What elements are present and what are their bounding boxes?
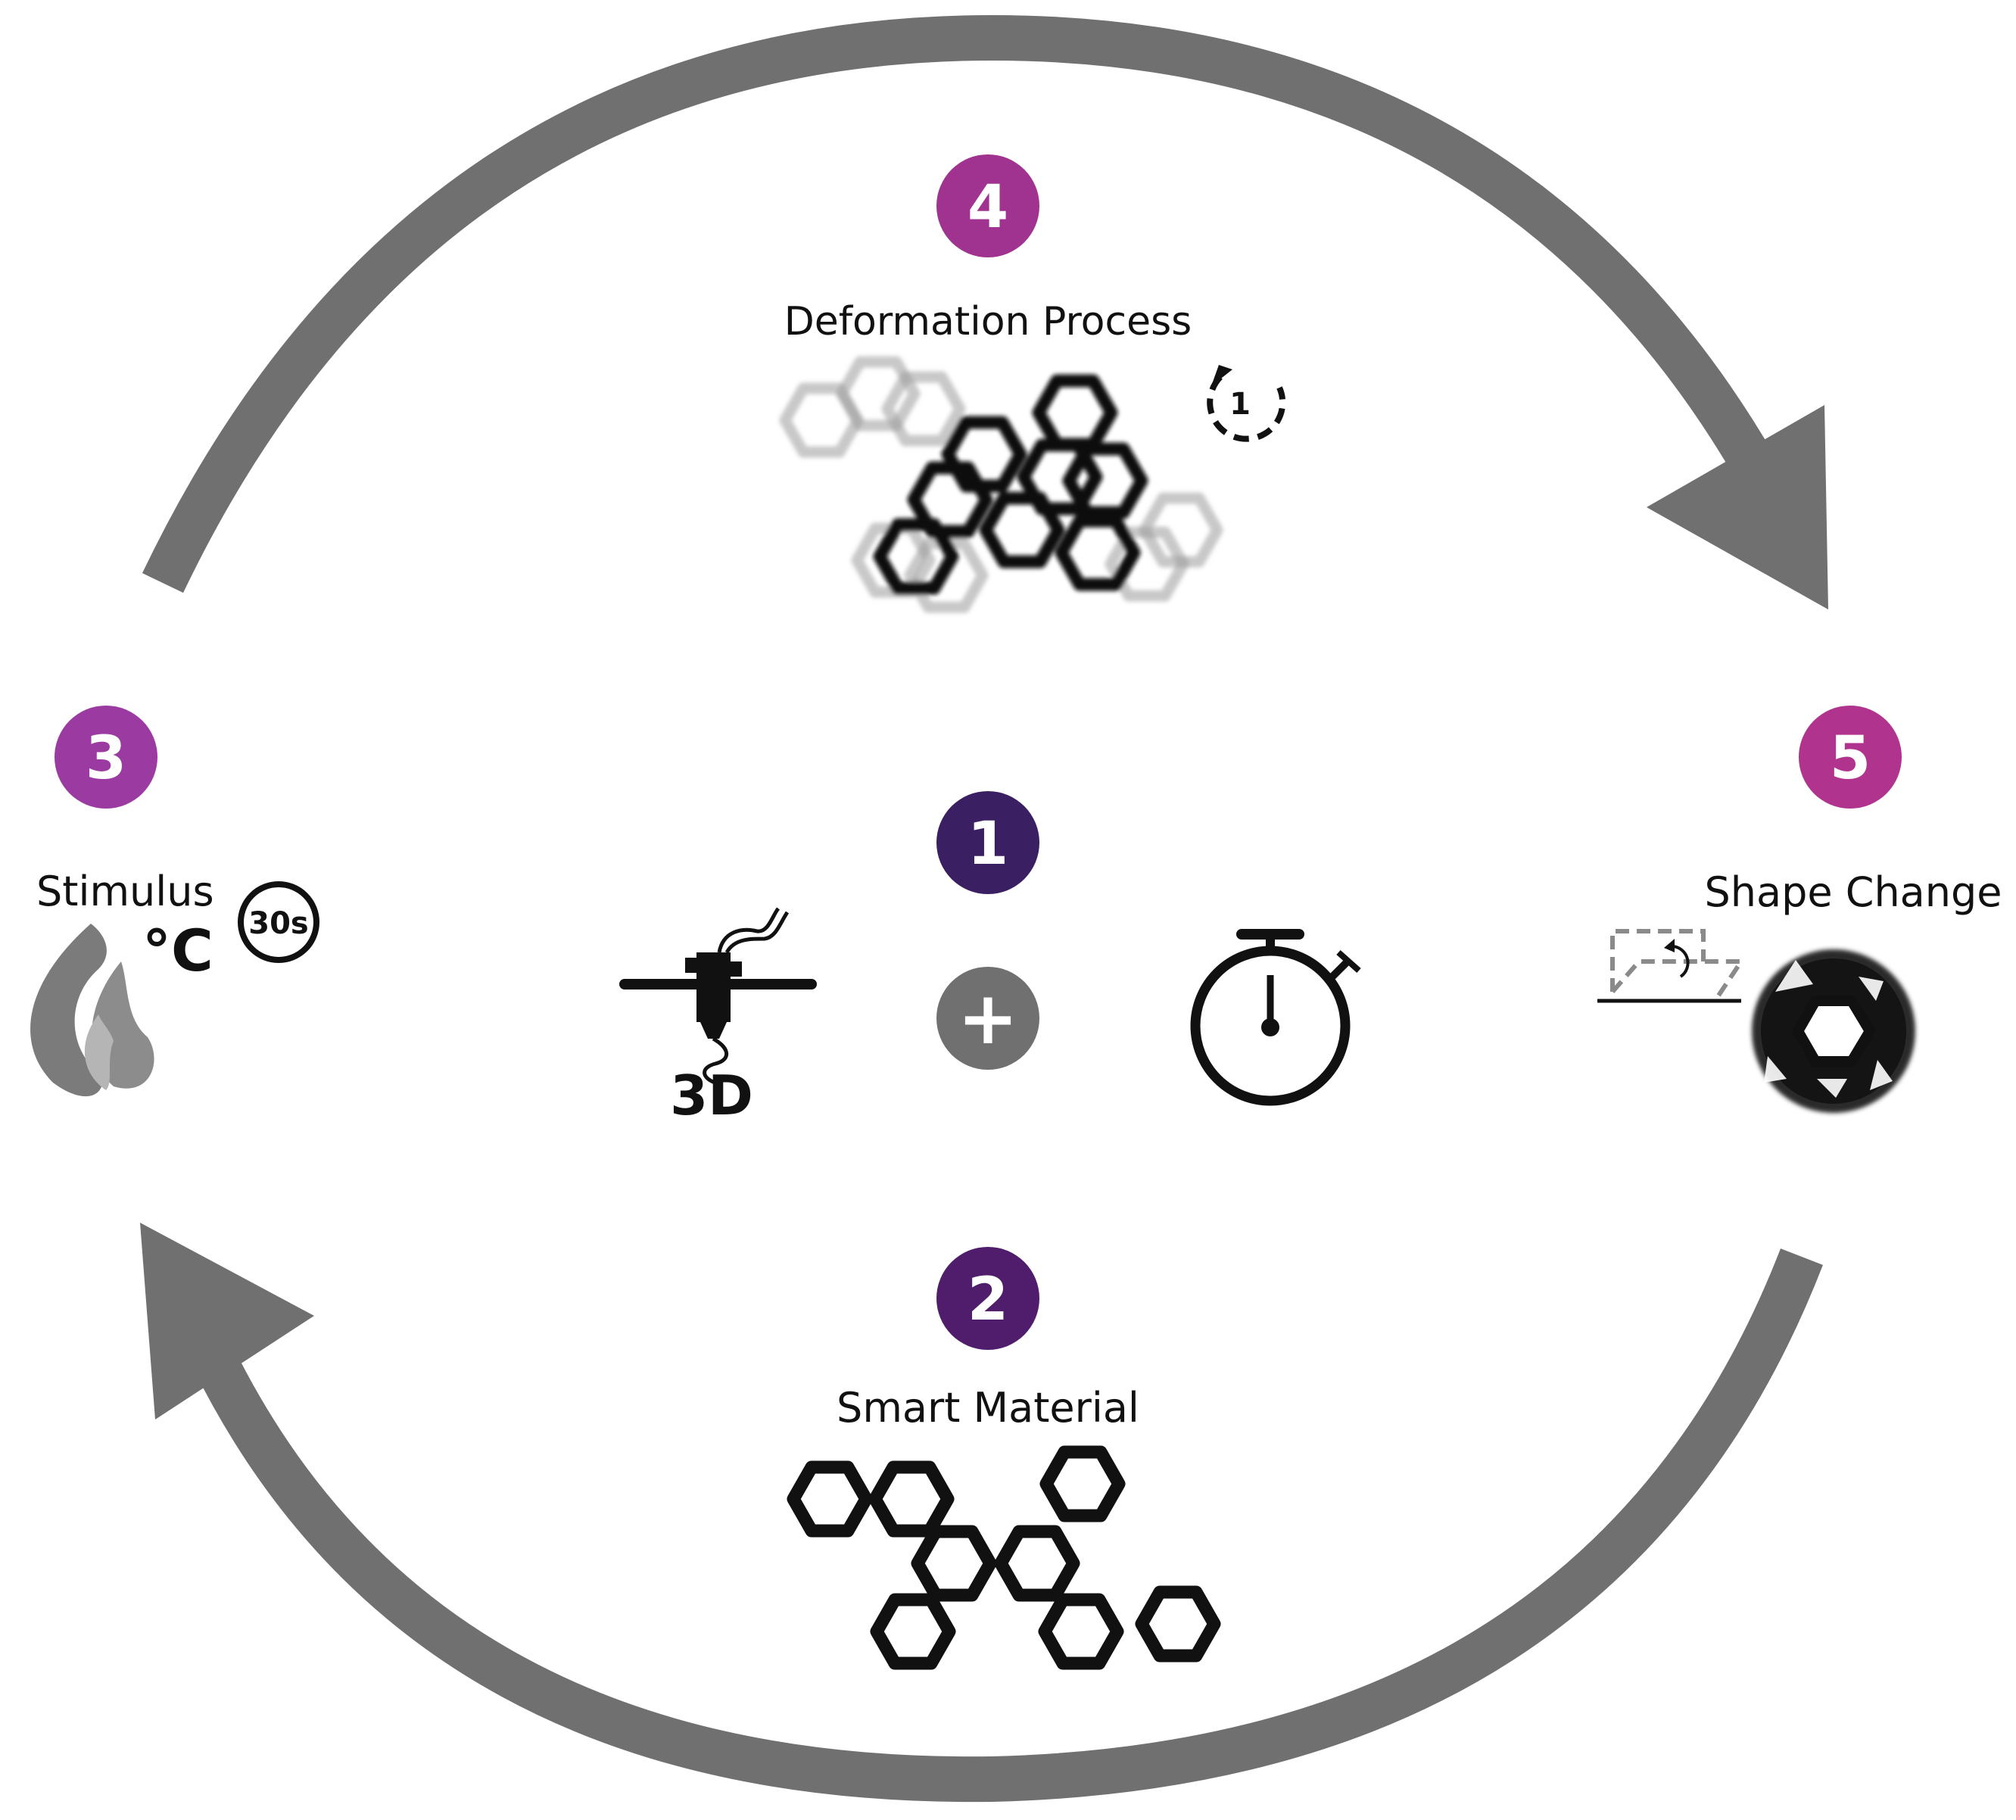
- step-5-number: 5: [1830, 725, 1871, 793]
- fold-hinge-icon: [1597, 929, 1746, 1003]
- step-1-badge: [936, 791, 1039, 894]
- step-4-number: 4: [967, 173, 1008, 242]
- bottom-cycle-arrow: [140, 1223, 1823, 1803]
- stimulus-duration: 30s: [248, 906, 308, 941]
- step-4-label: Deformation Process: [784, 299, 1192, 344]
- plus-symbol: +: [958, 976, 1018, 1061]
- step-4-badge: [936, 154, 1039, 257]
- step-2-badge: [936, 1247, 1039, 1350]
- step-2-label: Smart Material: [837, 1384, 1139, 1432]
- bottom-arrow-shaft: [192, 1248, 1823, 1803]
- step-1-number: 1: [967, 810, 1008, 878]
- deformation-motion-image: [785, 362, 1217, 607]
- cycle-count: 1: [1229, 387, 1251, 422]
- step-5-badge: [1799, 706, 1902, 809]
- honeycomb-lattice-image: [793, 1452, 1214, 1663]
- plus-icon: +: [936, 967, 1039, 1070]
- temperature-unit: °C: [142, 917, 213, 984]
- step-3-stimulus: 3 Stimulus °C 30s: [30, 706, 319, 1097]
- flame-icon: [30, 924, 154, 1097]
- step-1-center: 1 3D +: [619, 791, 1361, 1127]
- shape-change-object-image: [1752, 949, 1915, 1113]
- 3d-printer-icon: 3D: [619, 907, 817, 1127]
- step-3-number: 3: [86, 725, 126, 793]
- step-5-label: Shape Change: [1704, 868, 2002, 916]
- step-2-smart-material: 2 Smart Material: [793, 1247, 1214, 1663]
- step-4-deformation: 4 Deformation Process 1: [784, 154, 1286, 607]
- stopwatch-icon: [1190, 929, 1361, 1106]
- top-cycle-arrow: [142, 14, 1828, 609]
- top-arrow-shaft: [142, 14, 1776, 593]
- cycle-1-icon: 1: [1207, 365, 1286, 442]
- top-arrowhead: [1647, 405, 1828, 609]
- timer-30s-icon: 30s: [238, 881, 319, 963]
- printer-label: 3D: [670, 1064, 753, 1127]
- step-3-label: Stimulus: [36, 868, 214, 915]
- step-3-badge: [55, 706, 157, 809]
- step-2-number: 2: [967, 1266, 1008, 1334]
- bottom-arrowhead: [140, 1223, 314, 1420]
- step-5-shape-change: 5 Shape Change: [1597, 706, 2002, 1113]
